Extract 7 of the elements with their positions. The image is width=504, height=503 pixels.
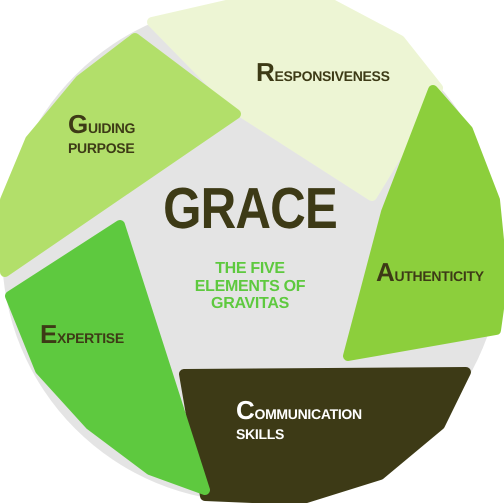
subtitle: THE FIVE ELEMENTS OF GRAVITAS [194,260,306,313]
segment-label: AUTHENTICITY [376,258,485,288]
title: GRACE [162,180,338,238]
segment-label: COMMUNICATION SKILLS [236,396,363,442]
segment-label: GUIDING PURPOSE [68,110,136,156]
segment-label: RESPONSIVENESS [256,58,391,88]
segment-label: EXPERTISE [40,320,125,350]
